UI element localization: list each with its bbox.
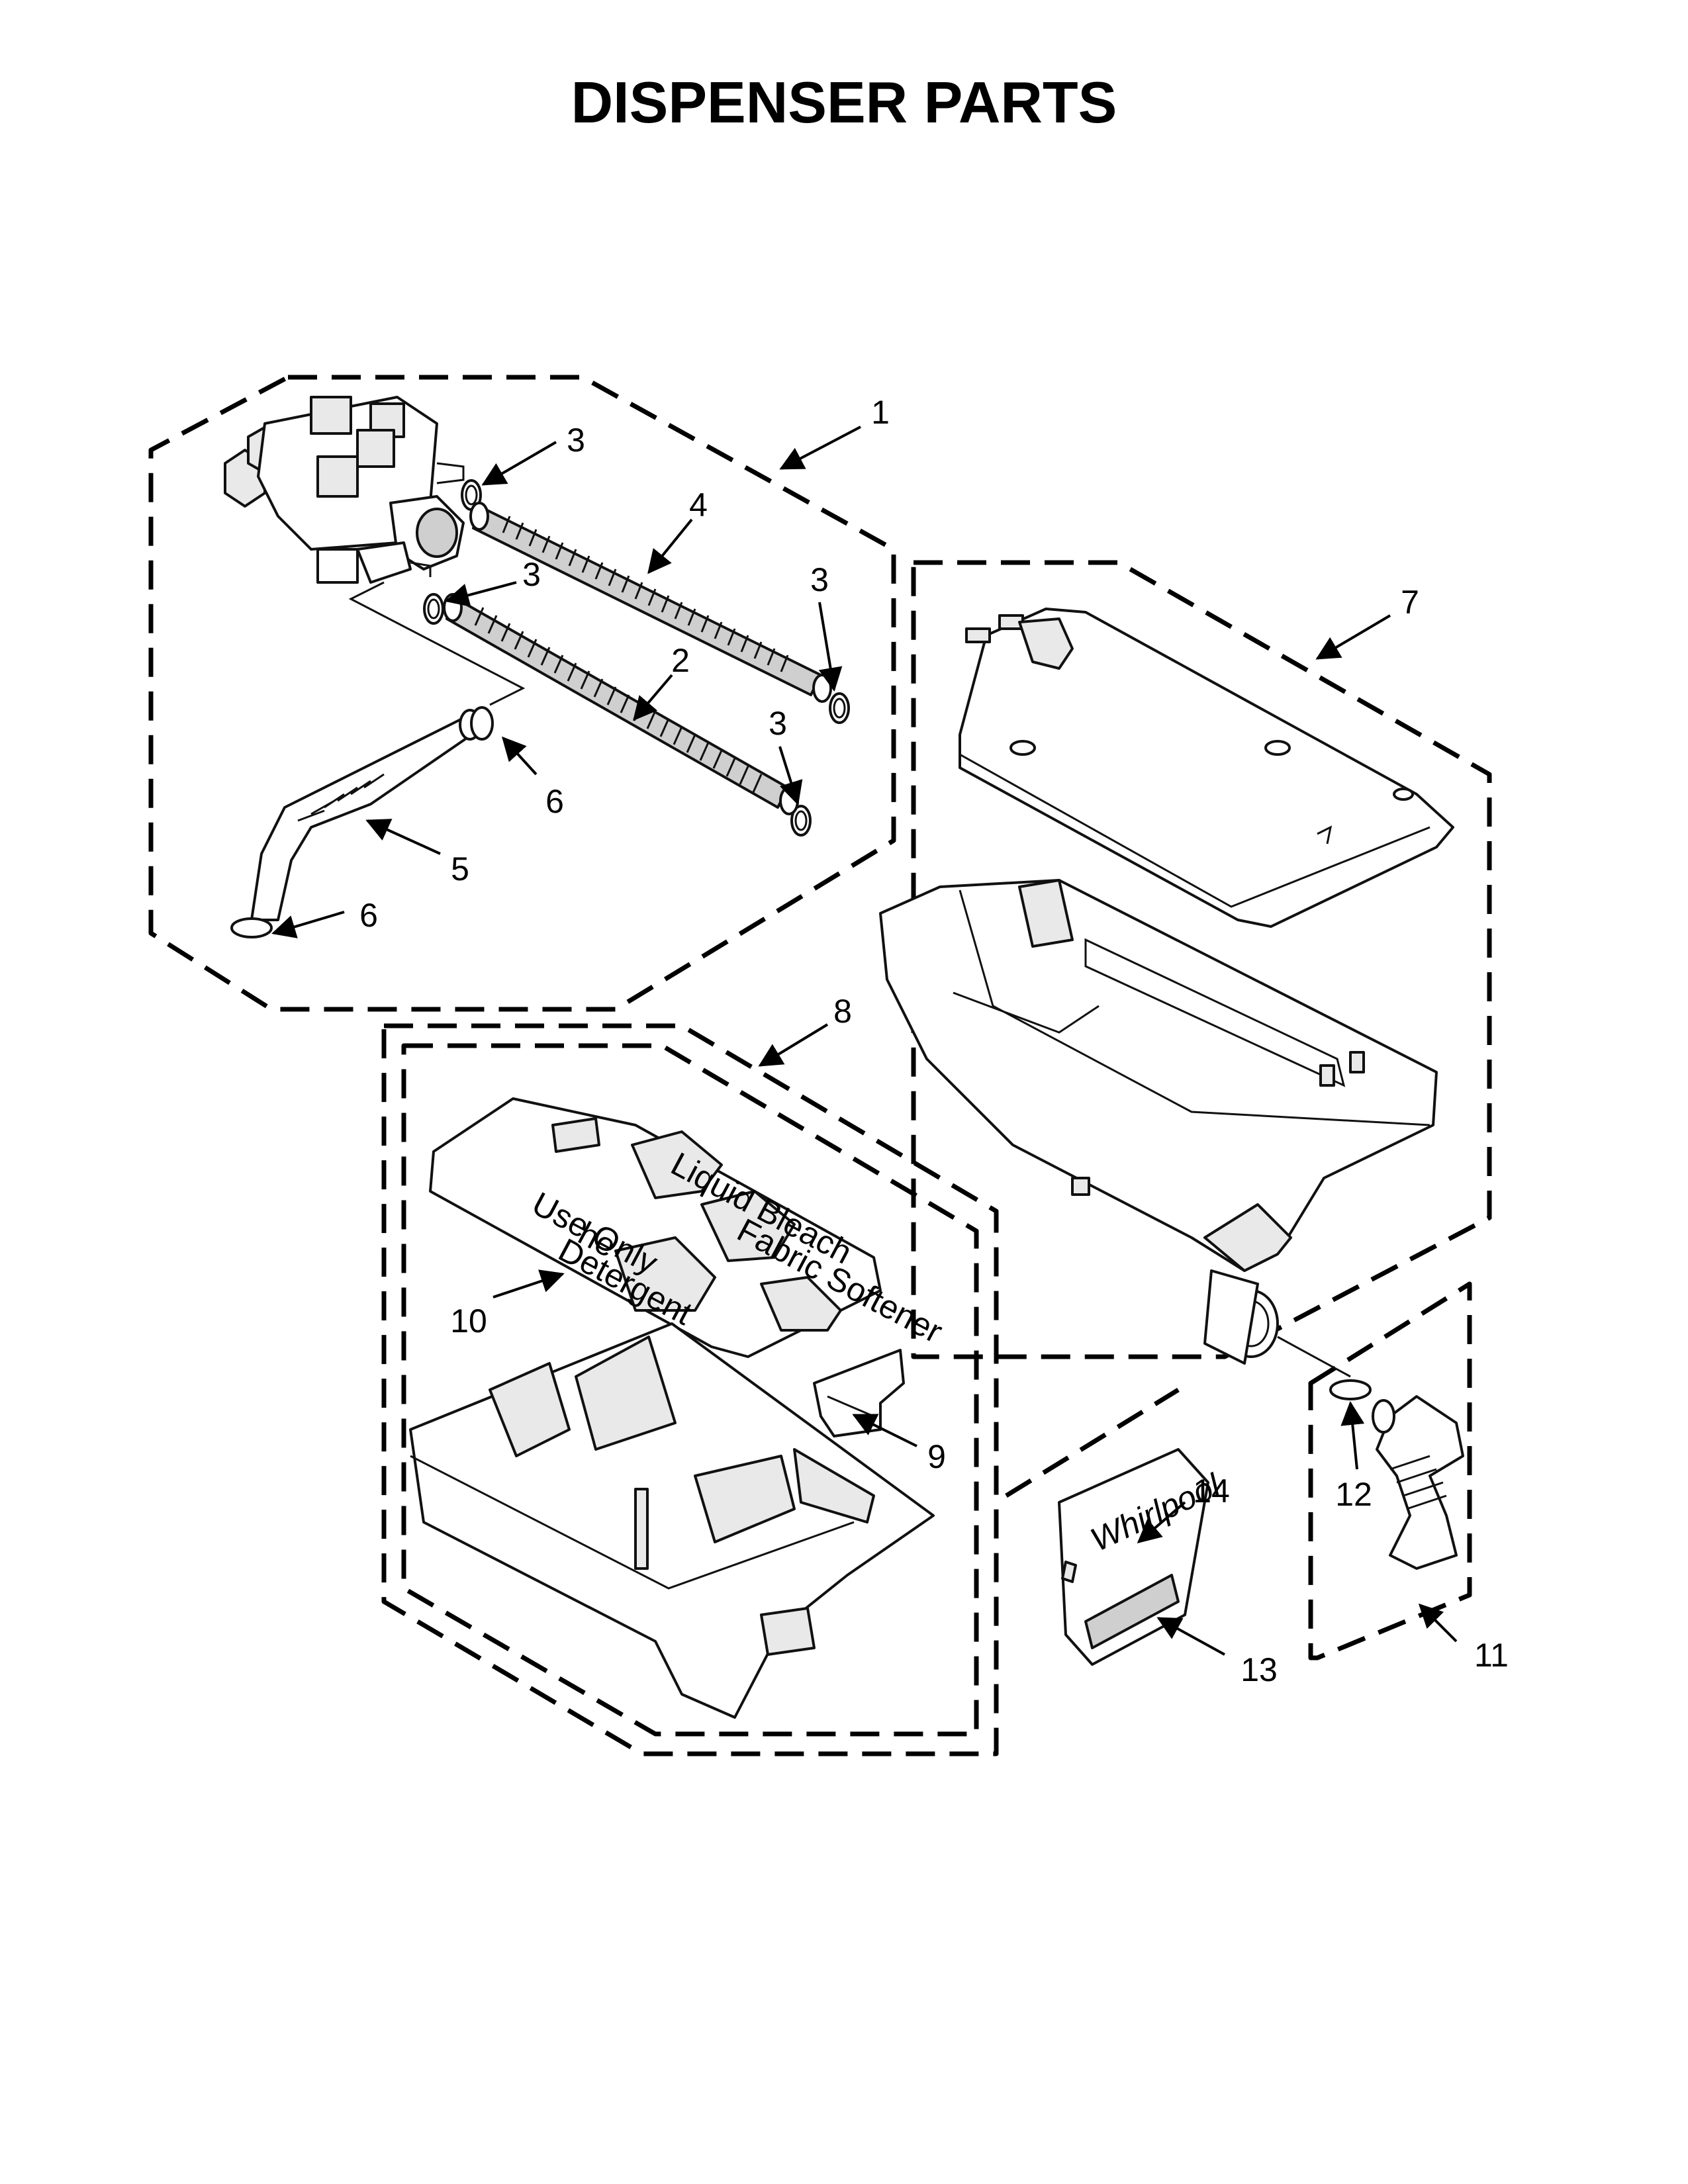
drawer-lid: Use Only he Detergent Liquid Bleach Fabr…	[429, 1097, 949, 1358]
leader-13	[1156, 1617, 1225, 1656]
callout-6-upper: 6	[545, 783, 564, 820]
leader-8	[758, 1023, 829, 1067]
callout-2: 2	[671, 642, 690, 679]
leader-3b	[445, 581, 517, 607]
hose-clamp-middle	[423, 593, 444, 625]
hose-clamp-6-lower	[230, 917, 273, 938]
dispenser-front-panel: Whirlpool	[1058, 1448, 1227, 1666]
leader-4	[647, 518, 693, 574]
callout-1: 1	[871, 394, 890, 431]
leader-14	[1137, 1501, 1186, 1543]
leader-9	[852, 1414, 917, 1447]
bent-hose	[250, 709, 481, 921]
drawer-tray	[409, 1322, 935, 1719]
drain-hose	[1372, 1395, 1464, 1570]
water-inlet-valve	[224, 396, 465, 584]
callout-13: 13	[1241, 1651, 1278, 1688]
callout-10: 10	[450, 1302, 487, 1340]
leader-12	[1340, 1401, 1365, 1470]
callout-3-right-lower: 3	[769, 705, 787, 742]
valve-wire	[348, 581, 526, 706]
group-outline-drain-hose	[1308, 1281, 1472, 1661]
group-outline-panel-connector	[1005, 1388, 1180, 1498]
callout-5: 5	[451, 850, 469, 887]
callout-7: 7	[1401, 584, 1419, 621]
callout-12: 12	[1335, 1476, 1372, 1513]
connector-housing-to-drain	[1277, 1336, 1351, 1378]
leader-3a	[481, 441, 557, 486]
leader-6b	[271, 911, 345, 938]
leader-10	[492, 1269, 565, 1298]
page-title: DISPENSER PARTS	[571, 69, 1117, 135]
callout-6-lower: 6	[359, 897, 378, 934]
leader-7	[1315, 614, 1391, 660]
dispenser-housing-cover	[959, 608, 1454, 928]
drain-hose-clamp	[1329, 1379, 1372, 1400]
hose-lower	[443, 593, 799, 815]
callout-3-top: 3	[567, 422, 585, 459]
hose-clamp-6-upper	[470, 706, 494, 741]
callout-8: 8	[833, 993, 852, 1030]
group-outline-dispenser-housing	[911, 560, 1492, 1359]
leader-11	[1418, 1603, 1458, 1643]
siphon-cap	[813, 1349, 905, 1437]
callout-3-middle: 3	[522, 556, 541, 593]
hose-clamp-right-lower	[790, 805, 812, 837]
dispenser-housing-body	[879, 879, 1438, 1365]
callout-11: 11	[1474, 1637, 1509, 1674]
leader-3c	[818, 602, 843, 692]
callout-14: 14	[1193, 1473, 1230, 1510]
leader-3d	[778, 746, 803, 805]
leader-6a	[501, 736, 538, 776]
group-outline-valve-assembly	[148, 375, 896, 1012]
group-outline-drawer-outer	[381, 1023, 999, 1756]
callout-4: 4	[689, 486, 708, 523]
callout-3-right-upper: 3	[810, 561, 829, 598]
hose-upper	[469, 502, 832, 703]
hose-clamp-right-upper	[829, 692, 850, 724]
leader-5	[365, 819, 441, 855]
leader-2	[633, 674, 673, 721]
leader-1	[779, 426, 861, 470]
callout-9: 9	[927, 1438, 946, 1475]
